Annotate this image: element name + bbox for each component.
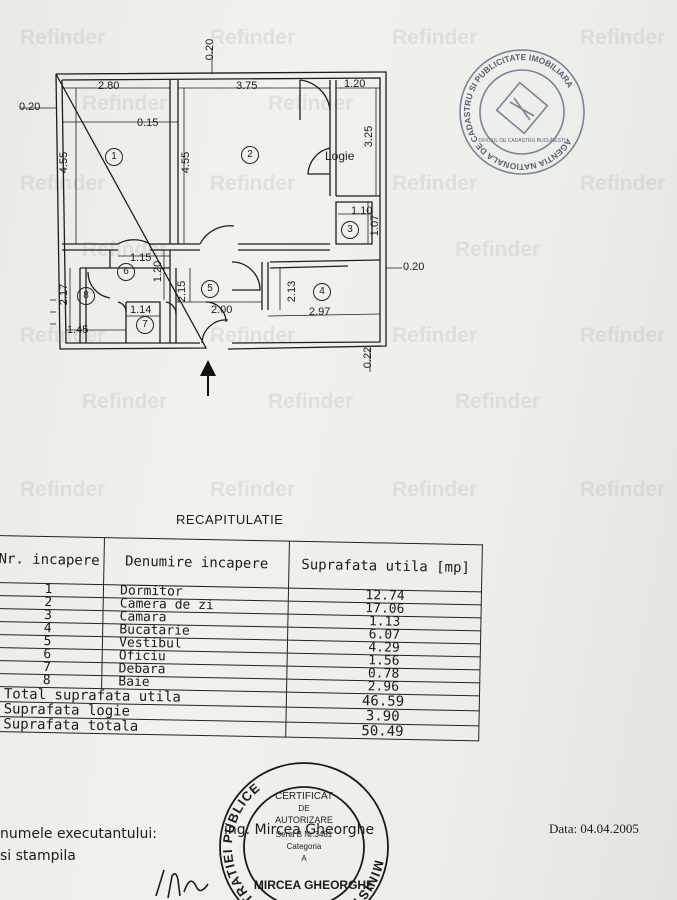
stamp-line: AUTORIZARE [275, 815, 333, 825]
watermark: Refinder [455, 238, 541, 261]
total-value: 50.49 [285, 722, 480, 741]
room-number: 6 [117, 263, 135, 281]
stamp-line: Seria B Nr.3481 [276, 830, 333, 839]
watermark: Refinder [392, 172, 478, 195]
dimension-label: 0.20 [204, 38, 217, 61]
stamp-ring-text: AGENTIA NATIONALA DE CADASTRU SI PUBLICI… [452, 42, 592, 182]
header-area: Suprafata utila [mp] [288, 541, 483, 592]
recap-title: RECAPITULATIE [176, 512, 284, 527]
entry-arrow-icon [200, 360, 216, 396]
dimension-label: 2.15 [176, 280, 189, 303]
dimension-label: 1.14 [130, 304, 152, 316]
dimension-label: 1.20 [344, 78, 366, 90]
stamp-inner-text: OFICIUL DE CADASTRU BUCURESTI [478, 138, 565, 144]
room-number: 3 [341, 221, 359, 239]
dimension-label: 1.20 [152, 260, 165, 283]
room-number: 5 [201, 280, 219, 298]
room-number: 8 [77, 287, 95, 305]
dimension-label: 0.20 [19, 101, 41, 113]
date-text: Data: 04.04.2005 [549, 821, 639, 836]
dimension-label: 2.00 [211, 304, 233, 316]
dimension-label: 0.15 [137, 117, 159, 129]
dimension-label: 3.25 [363, 125, 376, 148]
watermark: Refinder [210, 172, 296, 195]
room-number: 1 [105, 148, 123, 166]
dimension-label: 1.45 [67, 324, 89, 336]
watermark: Refinder [82, 390, 168, 413]
watermark: Refinder [268, 390, 354, 413]
executant-label: numele executantului: [0, 826, 158, 842]
stamp-line: CERTIFICAT [275, 791, 333, 802]
executant-name: ing. Mircea Gheorghe [224, 822, 375, 838]
cadastre-stamp: AGENTIA NATIONALA DE CADASTRU SI PUBLICI… [452, 42, 592, 182]
watermark: Refinder [20, 478, 106, 501]
recap-table: Nr. incapere Denumire incapere Suprafata… [0, 535, 483, 741]
room-number: 7 [136, 316, 154, 334]
watermark: Refinder [268, 92, 354, 115]
dimension-label: 4.55 [180, 151, 193, 174]
dimension-label: 1.10 [351, 205, 373, 217]
header-name: Denumire incapere [103, 537, 290, 589]
room-number: 2 [241, 146, 259, 164]
dimension-label: 0.22 [362, 346, 375, 369]
stamp-line: DE [298, 804, 309, 813]
watermark: Refinder [392, 26, 478, 49]
dimension-label: 2.97 [309, 306, 331, 318]
watermark: Refinder [210, 324, 296, 347]
stamp-bottom-text: MIRCEA GHEORGHE [254, 878, 374, 892]
dimension-label: 1.07 [369, 214, 382, 237]
floor-plan-drawing [20, 48, 402, 372]
stamp-line: A [301, 854, 307, 863]
room-number: 4 [313, 283, 331, 301]
dimension-label: 1.15 [130, 252, 152, 264]
stampila-label: si stampila [0, 848, 76, 864]
watermark: Refinder [580, 324, 666, 347]
watermark: Refinder [20, 26, 106, 49]
watermark: Refinder [210, 26, 296, 49]
watermark: Refinder [580, 478, 666, 501]
dimension-label: 3.75 [236, 80, 258, 92]
header-nr: Nr. incapere [0, 535, 105, 585]
watermark: Refinder [210, 478, 296, 501]
dimension-label: 4.55 [58, 151, 71, 174]
watermark: Refinder [580, 26, 666, 49]
watermark: Refinder [392, 324, 478, 347]
watermark: Refinder [82, 92, 168, 115]
dimension-label: 2.13 [286, 280, 299, 303]
watermark: Refinder [392, 478, 478, 501]
watermark: Refinder [580, 172, 666, 195]
dimension-label: 2.80 [98, 80, 120, 92]
certification-stamp: MINISTERUL ADMINISTRATIEI PUBLICE CERTIF… [214, 762, 394, 900]
logie-label: Logie [325, 149, 355, 163]
dimension-label: 0.20 [403, 261, 425, 273]
watermark: Refinder [455, 390, 541, 413]
signature-mark [155, 869, 209, 899]
dimension-label: 2.17 [58, 283, 71, 306]
watermark: Refinder [20, 172, 106, 195]
svg-text:AGENTIA NATIONALA DE CADASTRU: AGENTIA NATIONALA DE CADASTRU SI PUBLICI… [452, 42, 592, 182]
stamp-line: Categoria [287, 842, 322, 851]
